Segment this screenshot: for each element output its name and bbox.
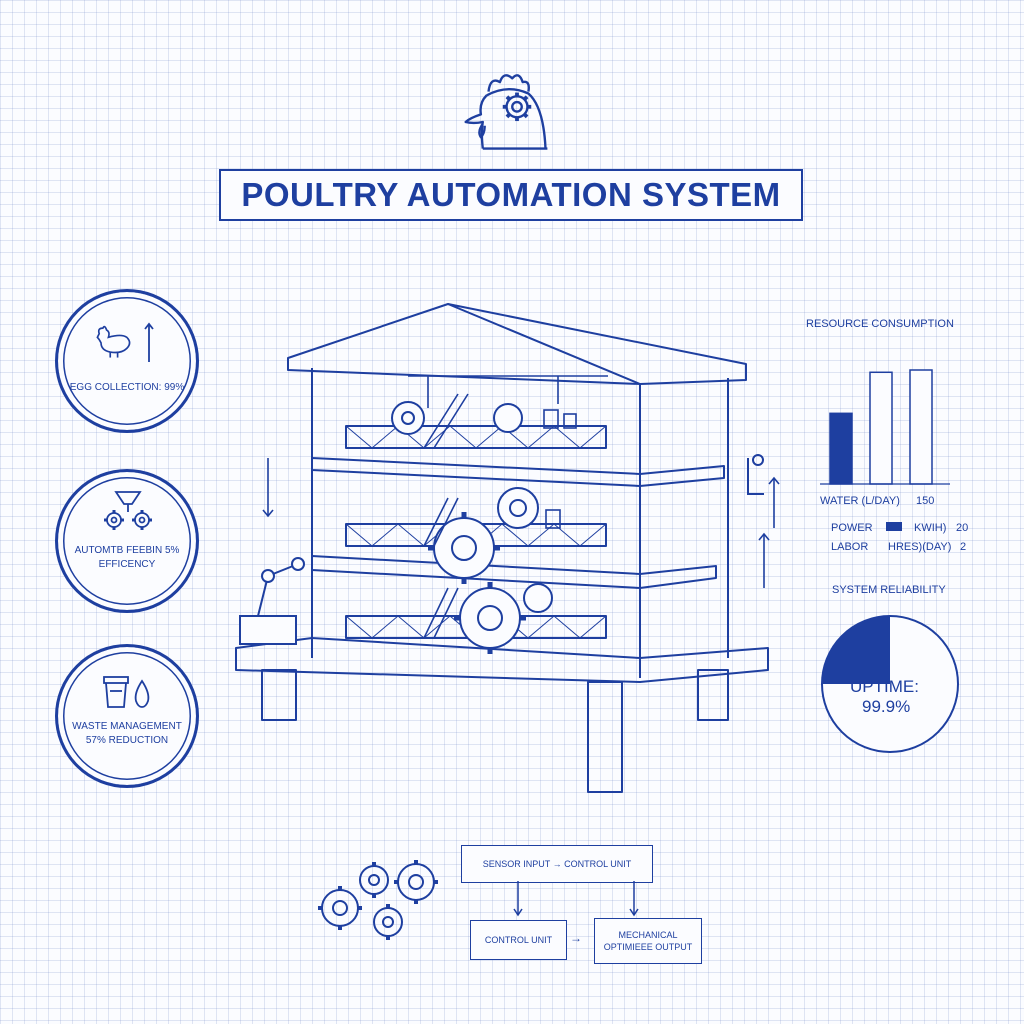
resource-consumption-title: RESOURCE CONSUMPTION [806, 318, 954, 330]
flow-output-line1: MECHANICAL [618, 930, 678, 940]
power-unit: KWIH) [914, 522, 947, 534]
power-label: POWER [831, 522, 873, 534]
reliability-title: SYSTEM RELIABILITY [832, 584, 946, 596]
flow-control-box: CONTROL UNIT [470, 920, 567, 960]
power-value: 20 [956, 522, 969, 534]
arrow-up-icon [144, 322, 154, 362]
power-swatch [886, 522, 902, 531]
labor-label: LABOR [831, 541, 869, 553]
feeding-efficiency-line1: AUTOMTB FEEBIN 5% [74, 545, 180, 556]
title-banner: POULTRY AUTOMATION SYSTEM [219, 169, 803, 221]
flow-sensor-box: SENSOR INPUT → CONTROL UNIT [461, 845, 653, 883]
gears-cluster-icon [318, 860, 438, 940]
flow-sensor-label: SENSOR INPUT → CONTROL UNIT [482, 859, 632, 869]
labor-unit: HRES)(DAY) [888, 541, 952, 553]
page-title: POULTRY AUTOMATION SYSTEM [241, 176, 781, 213]
feeder-gears-icon [104, 491, 152, 530]
resource-bar [829, 412, 853, 485]
water-value: 150 [916, 495, 935, 507]
uptime-pie-chart [821, 615, 959, 753]
pie-highlight-slice [822, 616, 890, 684]
egg-collection-label: EGG COLLECTION: 99% [69, 382, 185, 393]
waste-management-badge: WASTE MANAGEMENT 57% REDUCTION [55, 644, 199, 788]
waste-container-icon [103, 676, 150, 708]
water-label: WATER (L/DAY) [820, 495, 900, 507]
resource-bar [909, 369, 933, 485]
flow-output-box: MECHANICAL OPTIMIEEE OUTPUT [594, 918, 702, 964]
flow-arrow: → [570, 931, 582, 945]
feeding-efficiency-badge: AUTOMTB FEEBIN 5% EFFICENCY [55, 469, 199, 613]
waste-management-line1: WASTE MANAGEMENT [72, 721, 182, 732]
flow-control-label: CONTROL UNIT [484, 935, 553, 945]
chicken-icon [96, 325, 131, 358]
poultry-house-illustration [235, 303, 780, 793]
chicken-gear-icon [464, 74, 548, 150]
feeding-efficiency-line2: EFFICENCY [98, 559, 156, 570]
flow-output-line2: OPTIMIEEE OUTPUT [603, 942, 693, 952]
resource-bar-chart [820, 369, 950, 485]
flow-connectors [513, 881, 639, 917]
waste-management-line2: 57% REDUCTION [85, 735, 169, 746]
resource-bar [869, 371, 893, 485]
labor-value: 2 [960, 541, 967, 553]
egg-collection-badge: EGG COLLECTION: 99% [55, 289, 199, 433]
uptime-value: 99.9% [862, 697, 911, 716]
uptime-label: UPTIME: [850, 677, 919, 696]
